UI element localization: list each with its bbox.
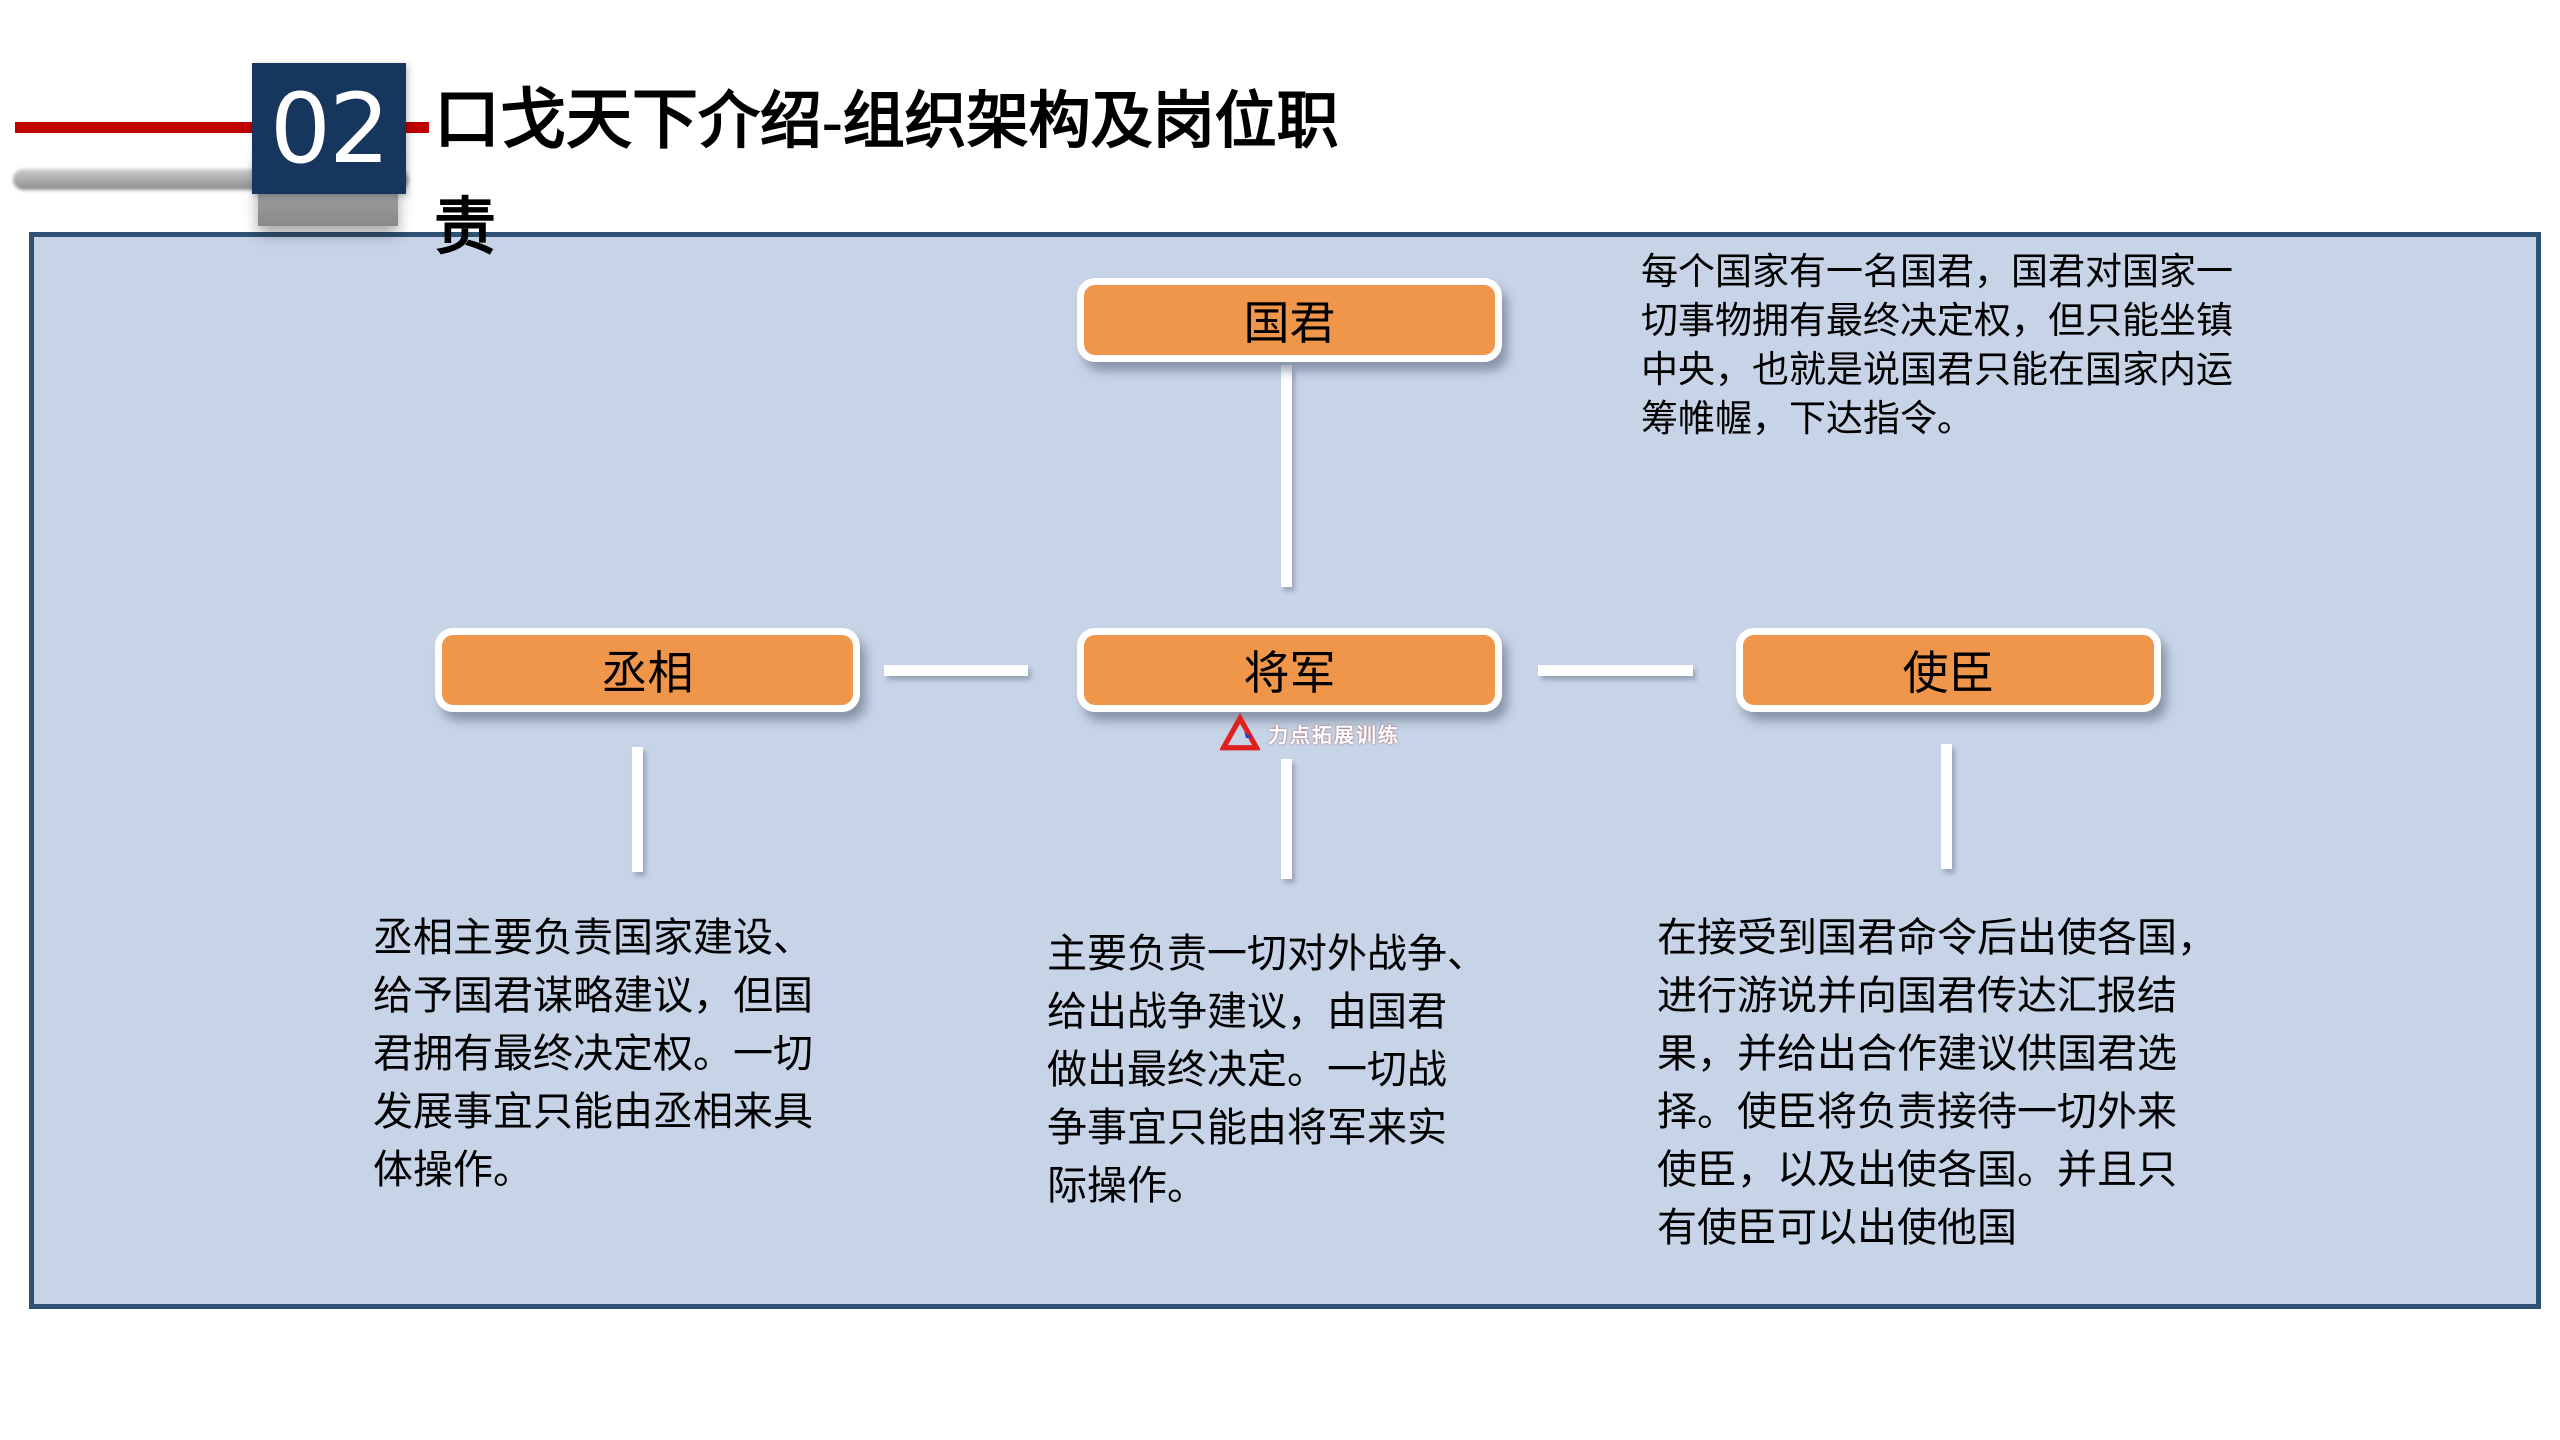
connector-envoy-description [1941,744,1952,869]
page-title-line2: 责 [434,194,497,262]
connector-general-description [1281,759,1292,879]
org-node-monarch: 国君 [1077,278,1502,362]
org-node-monarch-label: 国君 [1243,297,1336,349]
watermark-triangle-logo [1220,713,1260,751]
page-title: 口戈天下介绍-组织架构及岗位职 责 [434,74,1494,273]
header-red-line [15,122,429,133]
org-node-envoy-label: 使臣 [1902,647,1995,699]
watermark-text: 力点拓展训练 [1268,724,1400,747]
page-title-line1: 口戈天下介绍-组织架构及岗位职 [434,74,1494,183]
section-number-badge: 02 [252,63,406,194]
org-node-general-label: 将军 [1243,647,1336,699]
org-node-chancellor: 丞相 [435,628,860,712]
org-node-chancellor-label: 丞相 [601,647,694,699]
connector-chancellor-general [884,665,1028,676]
page-title-rest: 介绍-组织架构及岗位职 [698,88,1339,156]
description-chancellor: 丞相主要负责国家建设、 给予国君谋略建议，但国 君拥有最终决定权。一切 发展事宜… [373,916,813,1192]
description-monarch: 每个国家有一名国君，国君对国家一 切事物拥有最终决定权，但只能坐镇 中央，也就是… [1641,251,2233,439]
description-general: 主要负责一切对外战争、 给出战争建议，由国君 做出最终决定。一切战 争事宜只能由… [1047,932,1487,1208]
org-node-envoy: 使臣 [1736,628,2161,712]
description-envoy: 在接受到国君命令后出使各国， 进行游说并向国君传达汇报结 果，并给出合作建议供国… [1657,916,2217,1250]
content-panel: 国君 丞相 将军 使臣 力点拓展训练 每个国家有一名国君，国君对国家一 切事物拥… [29,232,2541,1309]
connector-chancellor-description [632,747,643,872]
watermark: 力点拓展训练 [1220,711,1440,755]
section-number: 02 [269,72,390,185]
page-title-bold: 口戈天下 [434,82,698,156]
connector-general-envoy [1538,665,1693,676]
connector-monarch-general [1281,365,1292,587]
org-node-general: 将军 [1077,628,1502,712]
